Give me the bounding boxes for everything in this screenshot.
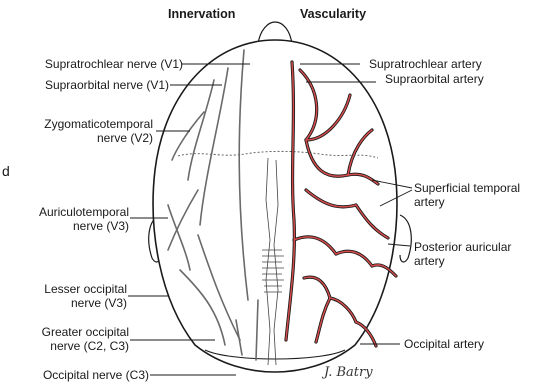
artery-label-supraorbital: Supraorbital artery: [385, 72, 484, 86]
nerve-label-greater-occipital: Greater occipital nerve (C2, C3): [42, 325, 129, 353]
artery-label-supratrochlear: Supratrochlear artery: [369, 57, 482, 71]
nerve-label-lesser-occipital: Lesser occipital nerve (V3): [44, 282, 127, 310]
artery-label-occipital: Occipital artery: [404, 337, 484, 351]
nerve-label-auriculotemporal: Auriculotemporal nerve (V3): [39, 205, 129, 233]
nerve-label-occipital: Occipital nerve (C3): [43, 368, 149, 382]
nerve-label-supraorbital: Supraorbital nerve (V1): [45, 78, 169, 92]
artist-signature: J. Batry: [324, 366, 373, 380]
nerve-label-zygomaticotemporal: Zygomaticotemporal nerve (V2): [44, 117, 153, 145]
innervation-header: Innervation: [168, 7, 235, 21]
artery-label-superficial-temporal: Superficial temporal artery: [414, 181, 520, 209]
right-ear-outline: [400, 215, 411, 262]
panel-letter: d: [2, 164, 10, 178]
vascularity-header: Vascularity: [300, 7, 366, 21]
artery-label-posterior-auricular: Posterior auricular artery: [414, 240, 511, 268]
nerve-label-supratrochlear: Supratrochlear nerve (V1): [45, 57, 183, 71]
